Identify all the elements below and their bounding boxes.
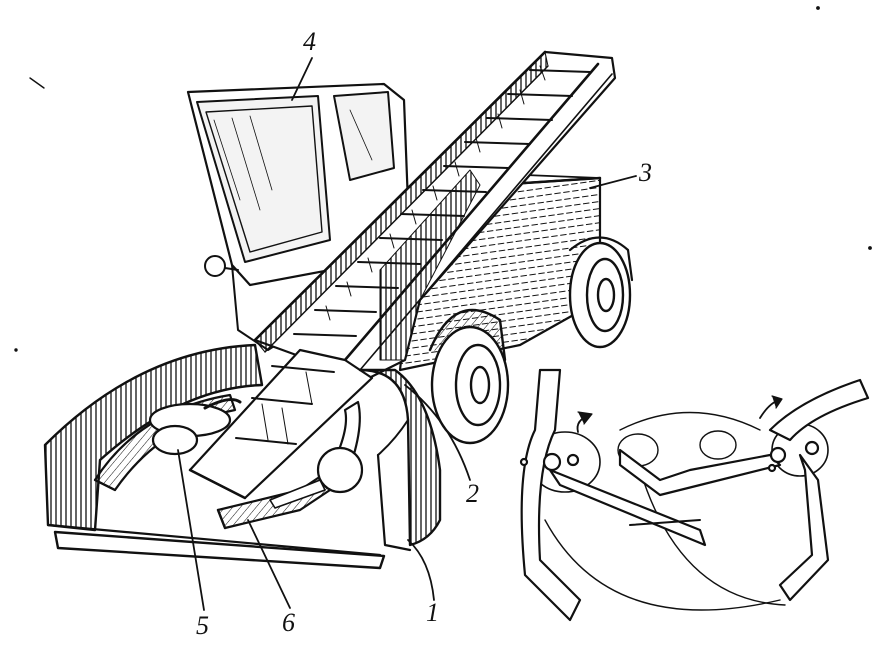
scoop-blade <box>43 343 442 570</box>
callout-4: 4 <box>303 27 316 56</box>
callout-6: 6 <box>282 608 295 637</box>
conveyor-slats <box>235 65 591 445</box>
callout-1: 1 <box>426 598 439 627</box>
arm-motion-scheme <box>519 368 870 622</box>
operator-cab <box>186 82 412 351</box>
callout-5: 5 <box>196 611 209 640</box>
slat-conveyor <box>188 50 617 500</box>
front-wheel <box>428 308 510 445</box>
gathering-arm-left <box>93 393 242 492</box>
rear-wheel <box>568 236 634 349</box>
scan-specks <box>14 6 872 352</box>
leader-lines <box>177 57 637 611</box>
gathering-arm-right <box>216 400 364 530</box>
callout-2: 2 <box>466 479 479 508</box>
callout-3: 3 <box>639 158 652 187</box>
